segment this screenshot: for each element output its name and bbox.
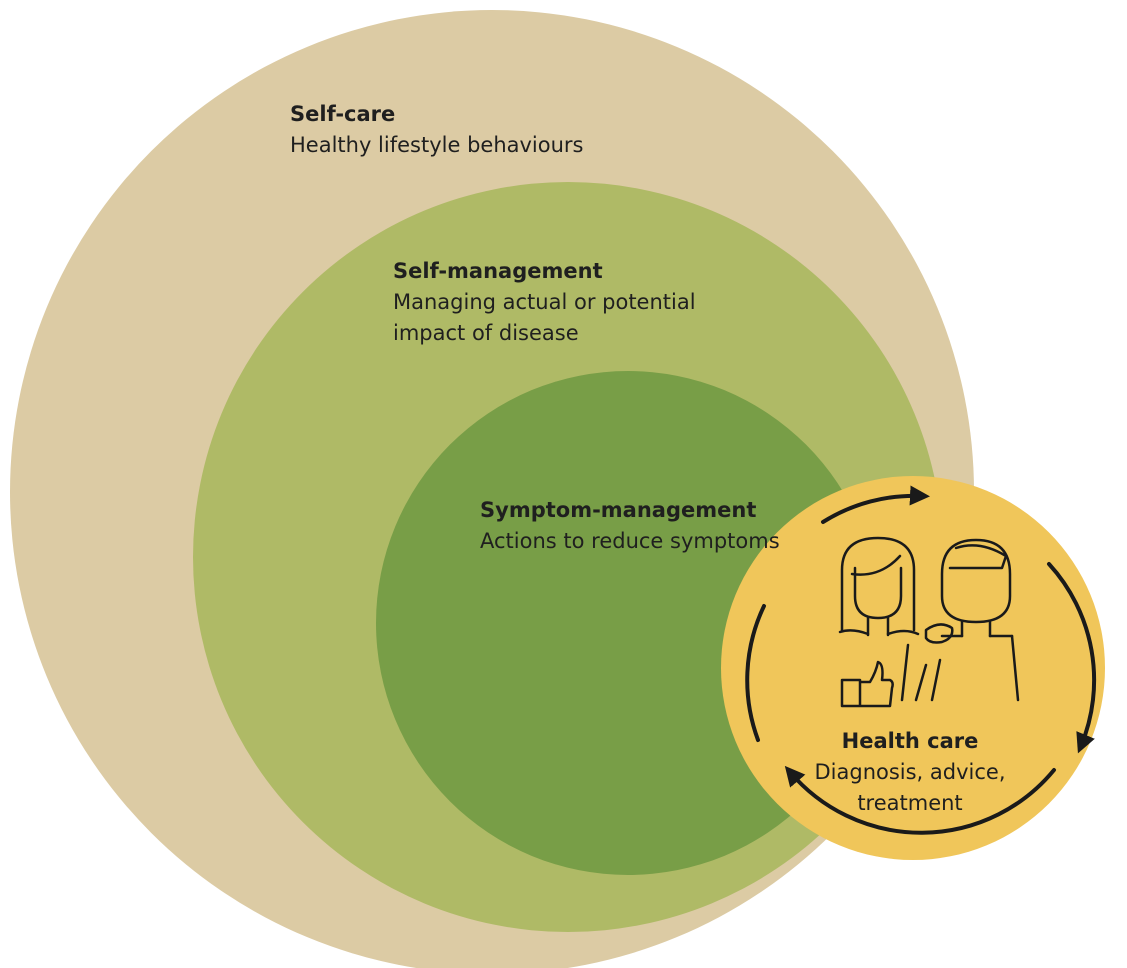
man-neck-icon [960,620,992,638]
health-care-description: Diagnosis, advice, treatment [814,760,1006,815]
health-care-title: Health care [841,729,979,753]
self-management-label: Self-management Managing actual or poten… [393,256,773,349]
cycle-arrow-right [1047,562,1097,754]
cycle-arrows [745,485,1097,835]
thumbs-up-icon [840,660,894,708]
self-care-title: Self-care [290,102,396,126]
woman-fringe-icon [850,554,902,576]
woman-neck-icon [866,616,890,637]
woman-hair-icon [840,536,916,632]
cycle-arrow-bottom [784,765,1056,835]
cycle-arrow-left [745,604,766,742]
man-hair-icon [948,544,1008,570]
cycle-arrow-top [821,485,930,524]
hand-on-shoulder-icon [924,623,954,644]
woman-shoulders-icon [838,629,920,636]
health-care-label: Health care Diagnosis, advice, treatment [790,726,1030,819]
symptom-management-title: Symptom-management [480,498,757,522]
man-head-icon [940,538,1012,624]
man-body-icon [914,634,1020,702]
self-care-description: Healthy lifestyle behaviours [290,133,584,157]
self-management-description: Managing actual or potential impact of d… [393,290,696,345]
patient-and-clinician-icon [838,536,1020,708]
self-care-label: Self-care Healthy lifestyle behaviours [290,99,650,161]
symptom-management-label: Symptom-management Actions to reduce sym… [480,495,800,557]
symptom-management-description: Actions to reduce symptoms [480,529,780,553]
self-management-title: Self-management [393,259,603,283]
woman-face-icon [853,566,903,620]
woman-arm-icon [900,643,910,702]
